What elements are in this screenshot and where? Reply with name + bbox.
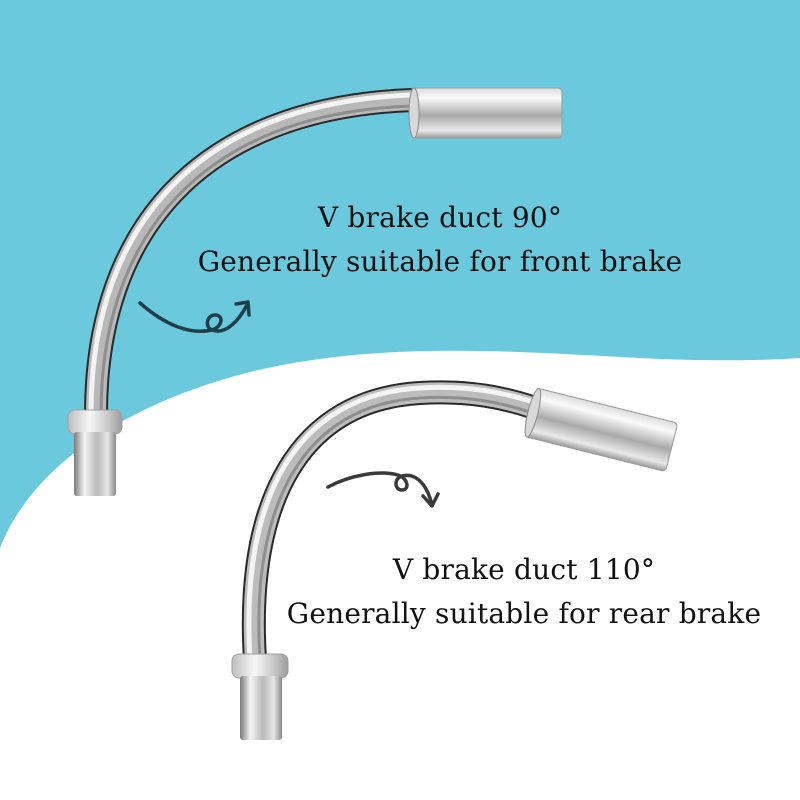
brake-duct-110-image	[231, 380, 678, 740]
front-duct-description: Generally suitable for front brake	[197, 245, 683, 278]
rear-brake-caption: V brake duct 110° Generally suitable for…	[284, 548, 764, 636]
curved-arrow-icon-front	[138, 300, 251, 333]
curved-arrow-icon-rear	[326, 471, 440, 508]
front-brake-caption: V brake duct 90° Generally suitable for …	[190, 196, 690, 284]
front-duct-title: V brake duct 90°	[317, 201, 563, 234]
background-white-wave	[0, 350, 800, 800]
brake-duct-90-image	[67, 87, 563, 496]
rear-duct-title: V brake duct 110°	[392, 553, 656, 586]
rear-duct-description: Generally suitable for rear brake	[286, 597, 762, 630]
